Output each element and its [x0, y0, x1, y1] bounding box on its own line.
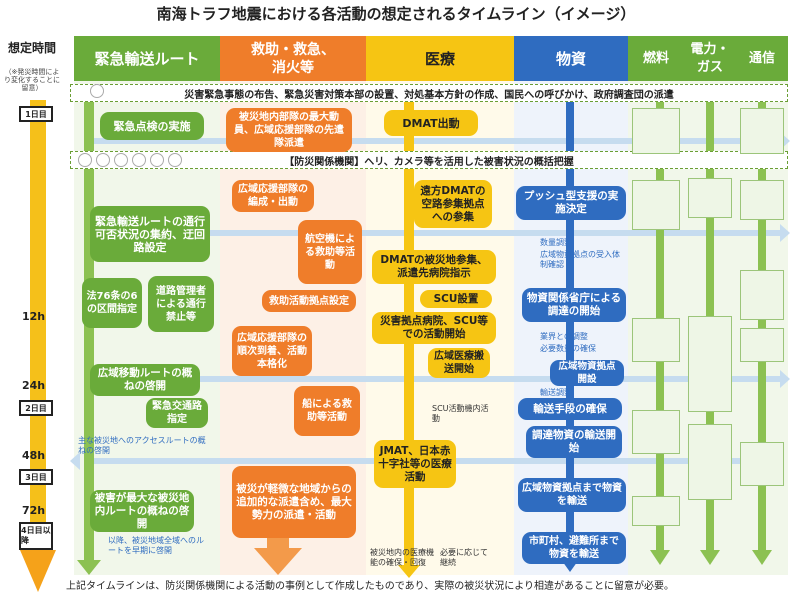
- route-article76-designation: 法76条の6の区間指定: [82, 278, 142, 328]
- supply-note-reception: 広域物資拠点の受入体制確認: [540, 250, 620, 269]
- power-gas-note-box: [688, 424, 732, 500]
- telecom-note-box: [740, 442, 784, 486]
- route-wide-area-clearance: 広域移動ルートの概ねの啓開: [90, 364, 200, 396]
- rescue-full-operations: 広域応援部隊の順次到着、活動本格化: [232, 326, 312, 376]
- rescue-air-operations: 航空機による救助等活動: [298, 220, 362, 284]
- rescue-max-mobilization: 被災地内部隊の最大動員、広域応援部隊の先遣隊派遣: [226, 108, 352, 152]
- column-header-route: 緊急輸送ルート: [74, 36, 220, 81]
- supply-transport-secure: 輸送手段の確保: [518, 398, 622, 420]
- rescue-base-setup: 救助活動拠点設定: [262, 290, 356, 312]
- axis-title: 想定時間: [7, 41, 56, 55]
- route-note-access: 主な被災地へのアクセスルートの概ねの啓開: [78, 436, 206, 455]
- medical-scu-setup: SCU設置: [420, 290, 492, 308]
- route-disaster-area-clearance: 被害が最大な被災地内ルートの概ねの啓開: [90, 490, 194, 532]
- agency-tag-icon: [132, 153, 146, 167]
- supply-procurement-start: 物資関係省庁による調達の開始: [522, 288, 626, 322]
- agency-tag-icon: [150, 153, 164, 167]
- route-emergency-traffic-road: 緊急交通路指定: [146, 398, 208, 428]
- supply-note-quantity: 数量調整: [540, 238, 572, 247]
- supply-note-industry: 業界との調整: [540, 332, 588, 341]
- column-header-telecom: 通信: [736, 36, 788, 81]
- medical-note-continue: 必要に応じて継続: [440, 548, 488, 567]
- column-header-fuel: 燃料: [628, 36, 684, 81]
- band-damage-survey: 【防災関係機関】ヘリ、カメラ等を活用した被害状況の概括把握: [70, 151, 788, 169]
- hour-24-label: 24h: [22, 379, 46, 392]
- route-urgent-inspection: 緊急点検の実施: [100, 112, 204, 140]
- medical-dmat-assembly: DMATの被災地参集、派遣先病院指示: [372, 250, 496, 284]
- route-note-full-clearance: 以降、被災地域全域へのルートを早期に啓開: [108, 536, 204, 555]
- supply-to-depot: 広域物資拠点まで物資を輸送: [518, 478, 626, 512]
- hour-12-label: 12h: [22, 310, 46, 323]
- medical-remote-dmat: 遠方DMATの空路参集拠点への参集: [414, 180, 492, 228]
- column-header-supply: 物資: [514, 36, 628, 81]
- telecom-note-box: [740, 328, 784, 362]
- telecom-note-box: [740, 180, 784, 220]
- supply-transport-start: 調達物資の輸送開始: [526, 426, 622, 458]
- agency-tag-icon: [168, 153, 182, 167]
- medical-wide-transport: 広域医療搬送開始: [428, 348, 490, 378]
- rescue-ship-operations: 船による救助等活動: [294, 386, 360, 436]
- hour-48-label: 48h: [22, 449, 46, 462]
- supply-note-transport: 輸送調整: [540, 388, 572, 397]
- rescue-max-deployment: 被災が軽微な地域からの追加的な派遣含め、最大勢力の派遣・活動: [232, 466, 356, 538]
- route-passability-check: 緊急輸送ルートの通行可否状況の集約、迂回路設定: [90, 206, 210, 262]
- day-2-label: 2日目: [19, 400, 53, 416]
- axis-note: （※発災時間により変化することに留意）: [4, 68, 60, 92]
- column-header-rescue: 救助・救急、消火等: [220, 36, 366, 81]
- supply-to-shelters: 市町村、避難所まで物資を輸送: [522, 532, 626, 564]
- page-title: 南海トラフ地震における各活動の想定されるタイムライン（イメージ）: [156, 5, 636, 23]
- fuel-note-box: [632, 180, 680, 230]
- medical-dmat-dispatch: DMAT出動: [384, 110, 478, 136]
- fuel-note-box: [632, 318, 680, 362]
- day-4-label: 4日目以降: [19, 522, 53, 550]
- agency-tag-icon: [90, 84, 104, 98]
- medical-hospital-activity: 災害拠点病院、SCU等での活動開始: [372, 312, 496, 344]
- medical-jmat-red-cross: JMAT、日本赤十字社等の医療活動: [374, 440, 456, 488]
- day-3-label: 3日目: [19, 469, 53, 485]
- hour-72-label: 72h: [22, 504, 46, 517]
- route-road-closure: 道路管理者による通行禁止等: [148, 276, 214, 332]
- supply-push-decision: プッシュ型支援の実施決定: [516, 186, 626, 220]
- column-header-medical: 医療: [366, 36, 514, 81]
- medical-note-scu: SCU活動機内活動: [432, 404, 489, 423]
- agency-tag-icon: [114, 153, 128, 167]
- fuel-note-box: [632, 108, 680, 154]
- telecom-note-box: [740, 270, 784, 320]
- agency-tag-icon: [78, 153, 92, 167]
- rescue-dispatch: 広域応援部隊の編成・出動: [232, 180, 314, 212]
- telecom-note-box: [740, 108, 784, 154]
- medical-note-recovery: 被災地内の医療機能の確保・回復: [370, 548, 434, 567]
- band-government-response: 災害緊急事態の布告、緊急災害対策本部の設置、対処基本方針の作成、国民への呼びかけ…: [70, 84, 788, 102]
- agency-tag-icon: [96, 153, 110, 167]
- time-arrow: [20, 100, 56, 592]
- day-1-label: 1日目: [19, 106, 53, 122]
- fuel-note-box: [632, 410, 680, 454]
- supply-note-secure: 必要数量の確保: [540, 344, 596, 353]
- power-gas-note-box: [688, 178, 732, 218]
- supply-depot-open: 広域物資拠点開設: [550, 360, 624, 386]
- column-header-power-gas: 電力・ガス: [684, 36, 736, 81]
- footer-note: 上記タイムラインは、防災関係機関による活動の事例として作成したものであり、実際の…: [66, 581, 674, 592]
- fuel-note-box: [632, 496, 680, 526]
- power-gas-note-box: [688, 316, 732, 412]
